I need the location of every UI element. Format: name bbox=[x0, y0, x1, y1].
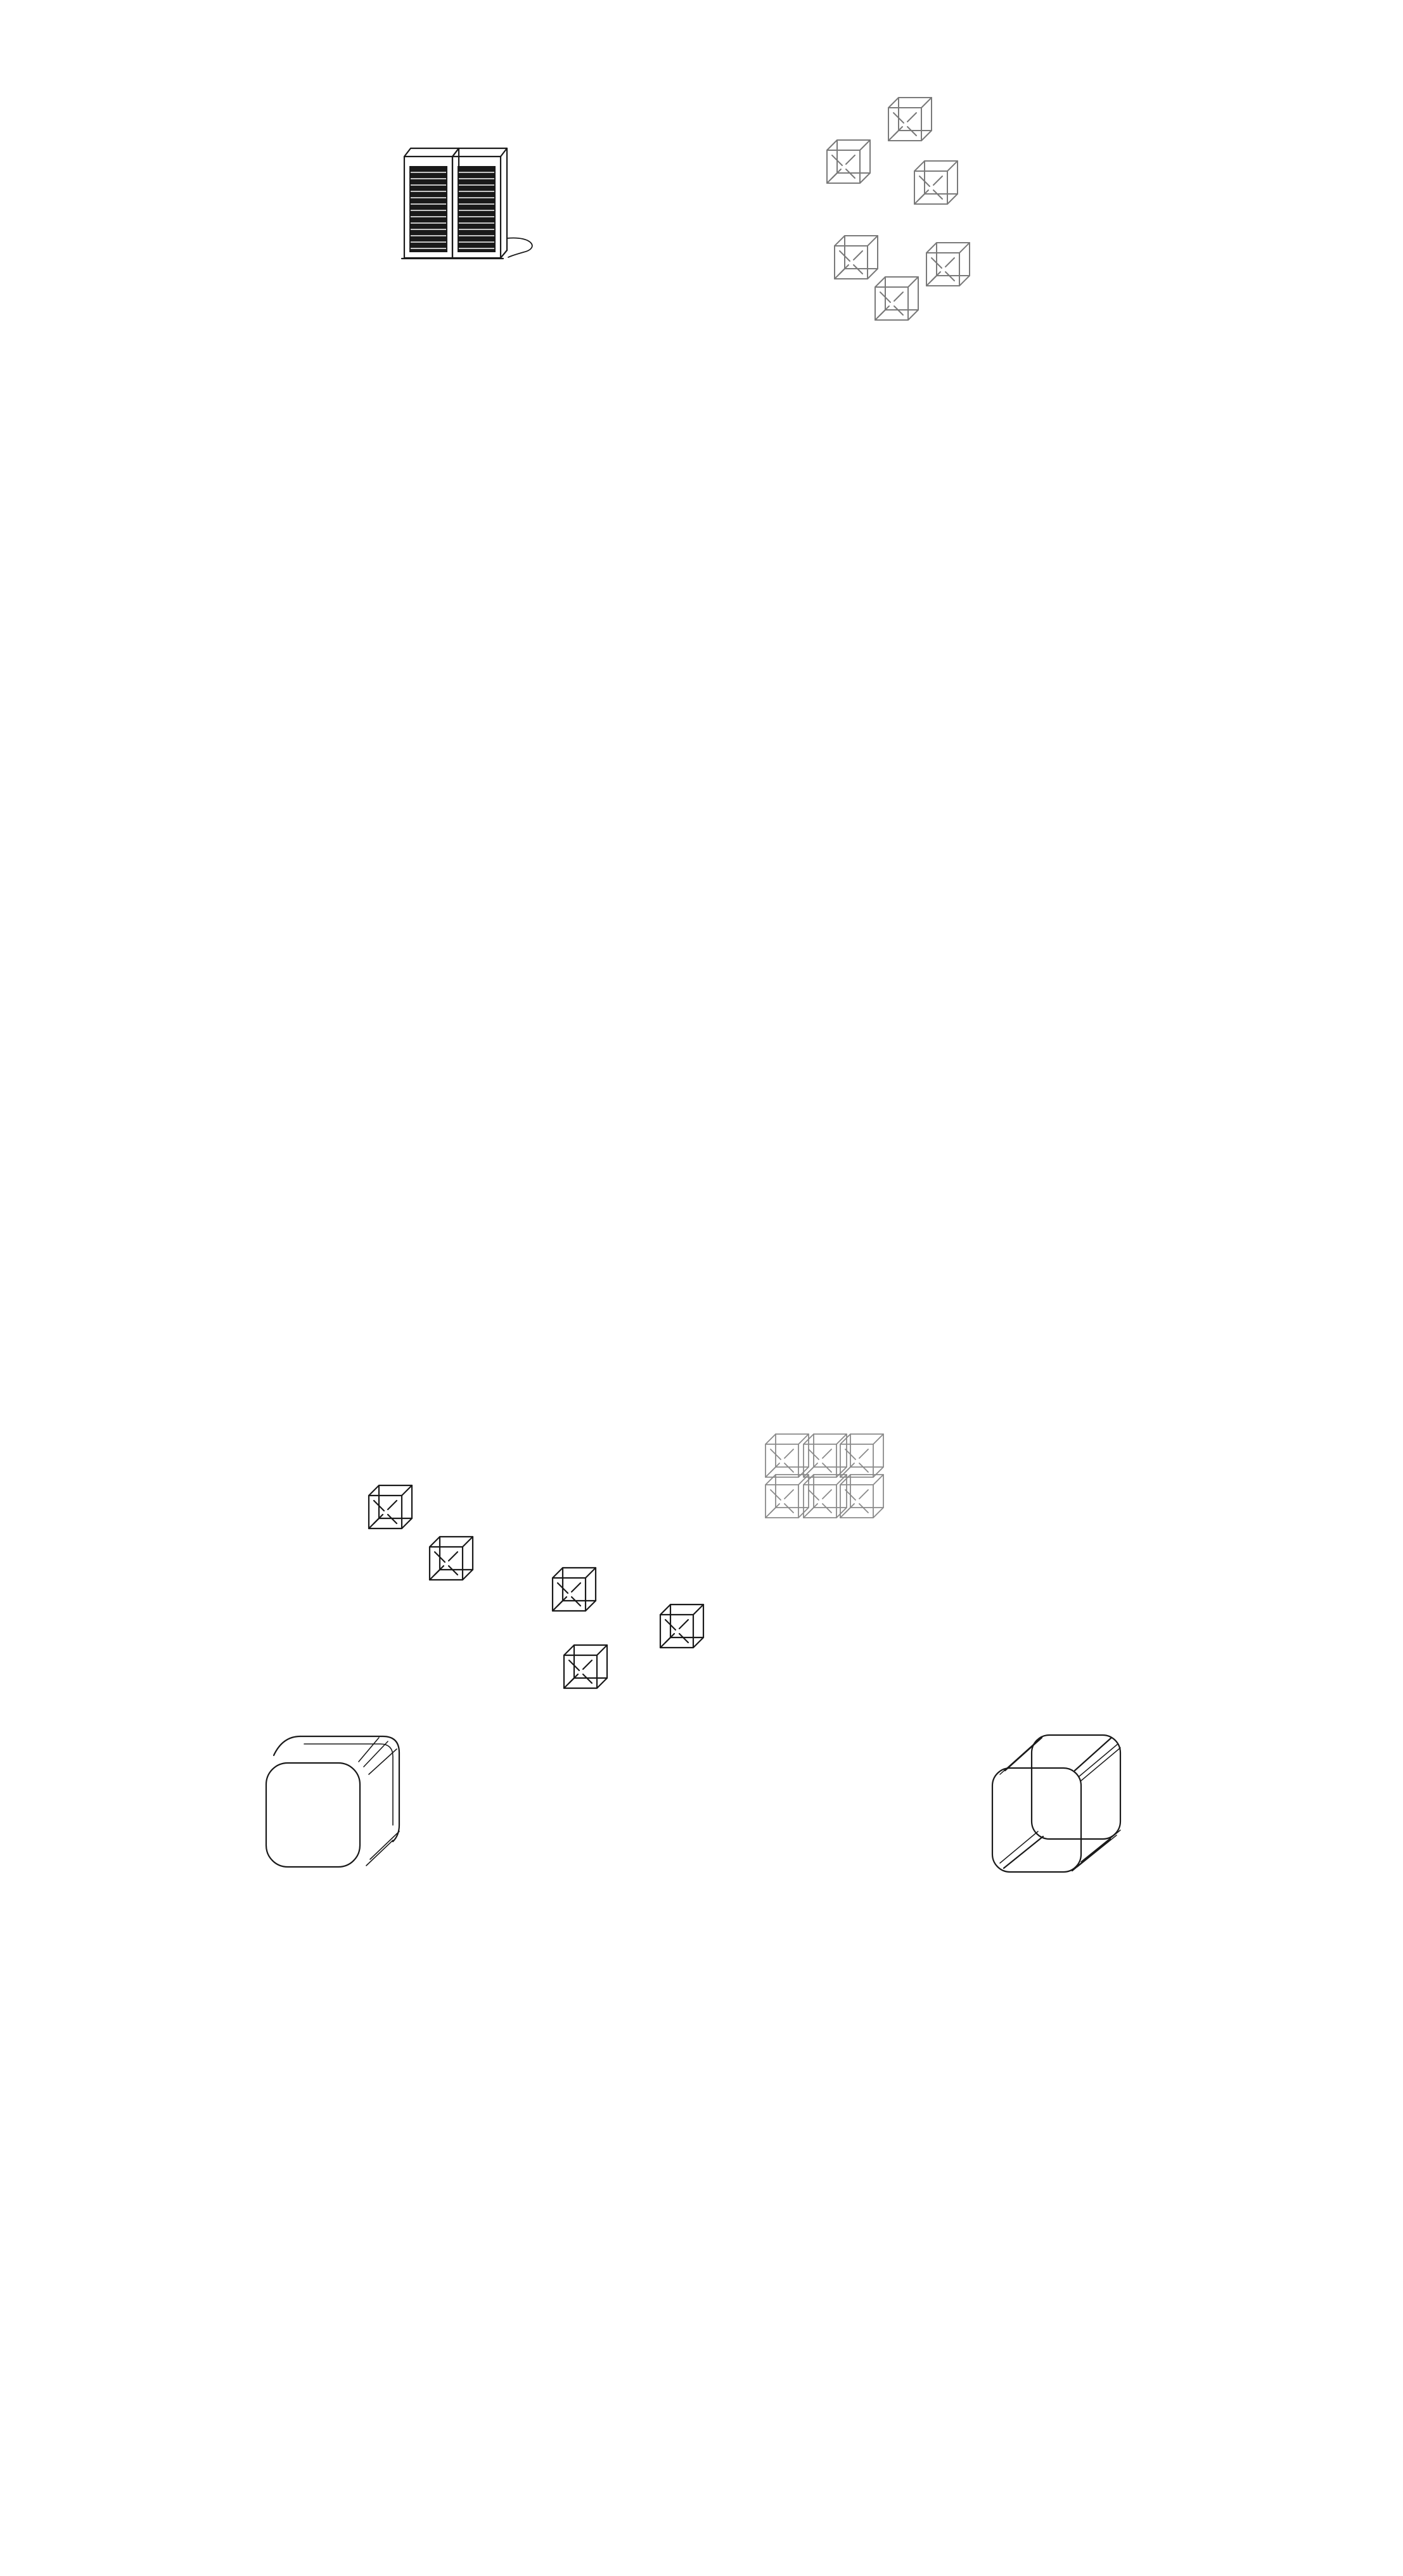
rounded-cube-solid-face-icon bbox=[265, 1735, 400, 1868]
wire-cube bbox=[368, 1484, 413, 1530]
rounded-cube-open-frame-icon bbox=[991, 1734, 1122, 1873]
wire-cube bbox=[888, 97, 932, 141]
wire-cube bbox=[834, 235, 878, 279]
wire-cube bbox=[551, 1567, 597, 1612]
wire-cube bbox=[765, 1474, 809, 1518]
wire-cube bbox=[563, 1644, 608, 1689]
cube-scatter-six-icon bbox=[826, 97, 970, 321]
wire-cube bbox=[874, 276, 919, 321]
cube-scatter-five-icon bbox=[368, 1484, 705, 1689]
wire-cube bbox=[826, 139, 871, 184]
server-rack-pair-icon bbox=[400, 147, 533, 260]
wire-cube bbox=[926, 242, 970, 286]
wire-cube bbox=[659, 1603, 705, 1649]
cube-grid-two-by-three-icon bbox=[765, 1433, 884, 1518]
wire-cube bbox=[428, 1535, 474, 1581]
wire-cube bbox=[914, 160, 958, 205]
wire-cube bbox=[765, 1433, 809, 1478]
